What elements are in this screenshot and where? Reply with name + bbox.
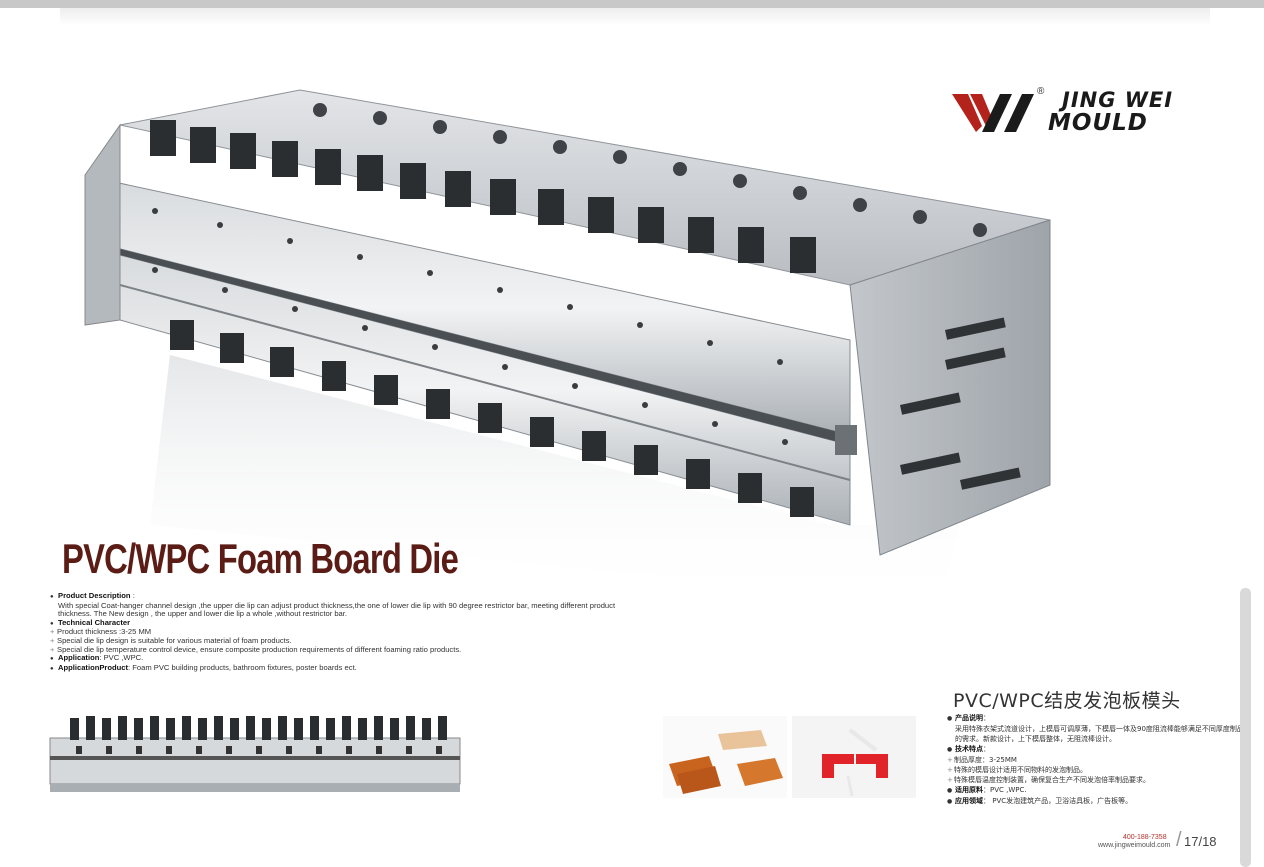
page-number: 17/18 — [1184, 834, 1217, 849]
bullet-icon: ● — [50, 656, 54, 663]
chinese-description: ●产品说明： 采用特殊衣架式流道设计，上模唇可调厚薄，下模唇一体及90度阻流棒能… — [947, 713, 1247, 807]
application-product-label: ApplicationProduct — [58, 662, 129, 672]
cn-material-text: ：PVC ,WPC. — [983, 786, 1027, 794]
top-strip-shadow — [60, 8, 1210, 26]
technical-item: Product thickness :3-25 MM — [57, 627, 152, 637]
cn-material-label: 适用原料 — [955, 786, 983, 794]
board-profile-samples-photo — [792, 716, 916, 798]
jingwei-logo-mark-icon — [952, 94, 1034, 132]
bullet-icon: ● — [947, 798, 953, 805]
footer-phone: 400-188-7358 — [1123, 834, 1167, 841]
logo-text-line1: JING WEI — [1062, 88, 1174, 112]
product-description-label: Product Description — [58, 591, 131, 600]
foam-board-samples-photo — [663, 716, 787, 798]
plus-icon: + — [947, 776, 953, 784]
registered-mark: ® — [1037, 86, 1045, 97]
bullet-icon: ● — [50, 665, 54, 672]
plus-icon: + — [50, 627, 55, 637]
english-description: ●Product Description : With special Coat… — [50, 591, 630, 673]
footer-slash: / — [1176, 829, 1182, 851]
cn-product-description-text: 采用特殊衣架式流道设计，上模唇可调厚薄，下模唇一体及90度阻流棒能够满足不同厚度… — [955, 725, 1244, 743]
cn-field-label: 应用领域 — [955, 797, 983, 805]
bullet-icon: ● — [947, 746, 953, 753]
die-thumbnail-image — [49, 716, 461, 792]
plus-icon: + — [947, 756, 953, 764]
page-title: PVC/WPC Foam Board Die — [62, 535, 459, 582]
cn-technical-item: 特殊的模唇设计适用不同物料的发泡制品。 — [954, 766, 1087, 774]
brand-logo: ® JING WEI MOULD — [952, 86, 1197, 136]
application-product-text: : Foam PVC building products, bathroom f… — [128, 662, 357, 672]
cn-product-description-label: 产品说明 — [955, 714, 983, 722]
application-label: Application — [58, 653, 100, 663]
footer-url[interactable]: www.jingweimould.com — [1098, 842, 1171, 849]
cn-technical-item: 特殊模唇温度控制装置，确保复合生产不同发泡倍率制品要求。 — [954, 776, 1150, 784]
plus-icon: + — [50, 635, 55, 645]
chinese-title: PVC/WPC结皮发泡板模头 — [953, 690, 1181, 712]
bullet-icon: ● — [50, 620, 54, 627]
cn-field-text: ： PVC发泡建筑产品，卫浴洁具板，广告板等。 — [983, 797, 1133, 805]
plus-icon: + — [50, 644, 55, 654]
cn-technical-item: 制品厚度：3-25MM — [954, 756, 1017, 764]
application-text: : PVC ,WPC. — [99, 653, 144, 663]
cn-technical-label: 技术特点 — [955, 745, 983, 753]
technical-item: Special die lip design is suitable for v… — [57, 635, 292, 645]
bullet-icon: ● — [50, 594, 54, 600]
technical-character-label: Technical Character — [58, 617, 131, 627]
top-strip — [0, 0, 1264, 8]
product-description-text: With special Coat-hanger channel design … — [58, 600, 616, 619]
bullet-icon: ● — [947, 715, 953, 722]
bullet-icon: ● — [947, 787, 953, 794]
technical-item: Special die lip temperature control devi… — [57, 644, 462, 654]
foam-board-die-image — [84, 89, 1051, 605]
scrollbar[interactable] — [1240, 588, 1251, 867]
logo-text-line2: MOULD — [1048, 110, 1148, 136]
plus-icon: + — [947, 766, 953, 774]
